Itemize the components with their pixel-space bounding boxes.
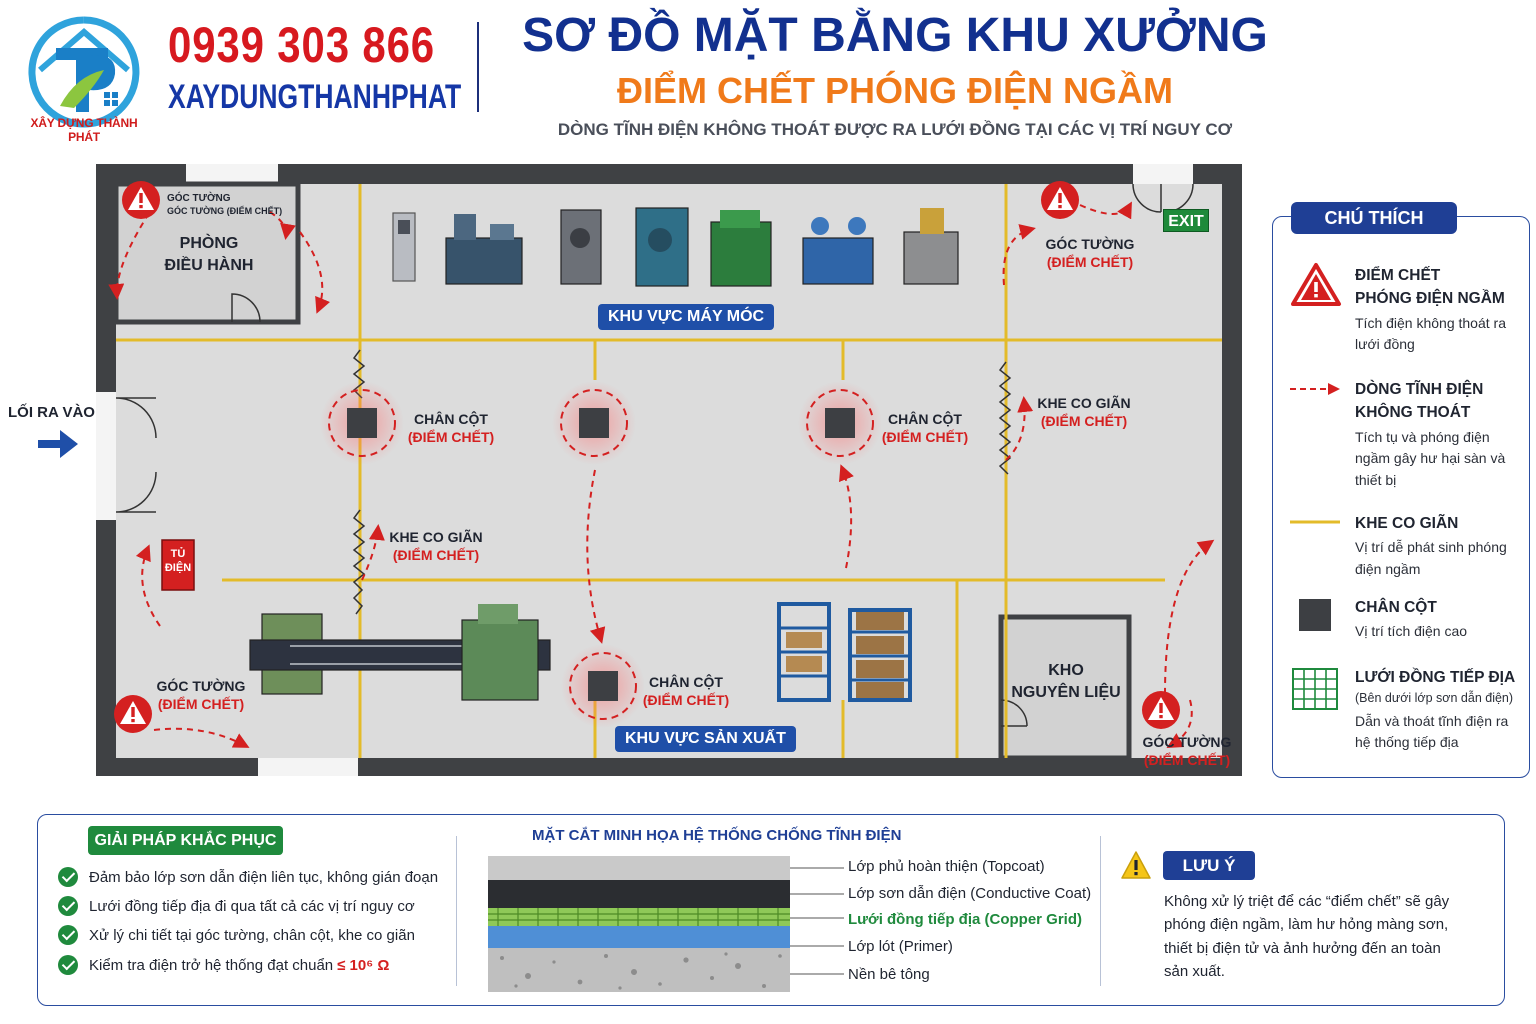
- corner-dead-point-bottom-left: GÓC TƯỜNG(ĐIỂM CHẾT): [156, 678, 246, 712]
- warning-triangle-icon: [1291, 263, 1341, 306]
- bottom-panel: [37, 814, 1505, 1006]
- solution-item: Đảm bảo lớp sơn dẫn điện liên tục, không…: [58, 866, 438, 888]
- caution-icon: [1121, 851, 1151, 879]
- legend-item-static-current: DÒNG TĨNH ĐIỆN KHÔNG THOÁT Tích tụ và ph…: [1355, 381, 1506, 488]
- dashed-red-arrow-icon: [1290, 383, 1340, 395]
- tp-house-logo-icon: [28, 16, 140, 128]
- layer-topcoat: [488, 856, 790, 880]
- electric-panel: [161, 539, 195, 591]
- website-name[interactable]: XAYDUNGTHANHPHAT: [168, 78, 462, 116]
- yellow-line-icon: [1290, 520, 1340, 524]
- warning-triangle-icon: [1041, 181, 1079, 219]
- section-divider: [456, 836, 457, 986]
- resistance-standard: ≤ 10⁶ Ω: [337, 956, 390, 974]
- cross-section-title: MẶT CẮT MINH HỌA HỆ THỐNG CHỐNG TĨNH ĐIỆ…: [532, 827, 902, 844]
- note-title: LƯU Ý: [1163, 851, 1255, 880]
- hotline-number[interactable]: 0939 303 866: [168, 17, 436, 73]
- header-divider: [477, 22, 479, 112]
- copper-grid-icon: [1292, 668, 1338, 710]
- page-title: SƠ ĐỒ MẶT BẰNG KHU XƯỞNG: [522, 9, 1268, 62]
- layer-label-conductive: Lớp sơn dẫn điện (Conductive Coat): [848, 885, 1092, 902]
- column-dead-point-2: CHÂN CỘT(ĐIỂM CHẾT): [881, 411, 969, 445]
- layer-label-primer: Lớp lót (Primer): [848, 938, 953, 955]
- column-points: [320, 381, 882, 728]
- solution-item: Xử lý chi tiết tại góc tường, chân cột, …: [58, 924, 415, 946]
- zone-machines-tag: KHU VỰC MÁY MÓC: [598, 304, 775, 330]
- layer-label-concrete: Nền bê tông: [848, 966, 930, 983]
- warning-triangle-icon: [1142, 691, 1180, 729]
- check-icon: [58, 867, 78, 887]
- production-line: [249, 604, 551, 701]
- joint-dead-point-left: KHE CO GIÃN(ĐIỂM CHẾT): [389, 529, 483, 563]
- joint-dead-point-right: KHE CO GIÃN(ĐIỂM CHẾT): [1037, 395, 1131, 429]
- static-flow-arrows: [108, 201, 1215, 748]
- warning-triangle-icon: [122, 181, 160, 219]
- expansion-joints: [116, 184, 1222, 758]
- floor-plan: [38, 164, 1242, 776]
- column-dead-point-1: CHÂN CỘT(ĐIỂM CHẾT): [407, 411, 495, 445]
- legend-title: CHÚ THÍCH: [1291, 202, 1457, 234]
- entry-arrow-icon: [38, 430, 78, 458]
- column-square-icon: [1299, 599, 1331, 631]
- solution-item: Lưới đồng tiếp địa đi qua tất cả các vị …: [58, 895, 415, 917]
- corner-dead-point-bottom-right: GÓC TƯỜNG(ĐIỂM CHẾT): [1142, 734, 1232, 768]
- layer-conductive-coat: [488, 880, 790, 908]
- legend-item-dead-point: ĐIỂM CHẾT PHÓNG ĐIỆN NGẦM Tích điện khôn…: [1355, 267, 1506, 353]
- storage-shelves: [777, 602, 912, 702]
- layer-concrete: [488, 948, 790, 992]
- note-text: Không xử lý triệt để các “điểm chết” sẽ …: [1164, 893, 1450, 980]
- layer-label-topcoat: Lớp phủ hoàn thiện (Topcoat): [848, 858, 1045, 875]
- page-description: DÒNG TĨNH ĐIỆN KHÔNG THOÁT ĐƯỢC RA LƯỚI …: [557, 120, 1233, 139]
- legend-item-copper-grid: LƯỚI ĐỒNG TIẾP ĐỊA (Bên dưới lớp sơn dẫn…: [1355, 669, 1516, 751]
- layer-leader-lines: [790, 867, 844, 975]
- zone-production-tag: KHU VỰC SẢN XUẤT: [615, 726, 796, 752]
- layer-primer: [488, 926, 790, 948]
- office-corner-label: GÓC TƯỜNG GÓC TƯỜNG (ĐIỂM CHẾT): [167, 193, 283, 216]
- solutions-title: GIẢI PHÁP KHẮC PHỤC: [88, 826, 283, 855]
- check-icon: [58, 925, 78, 945]
- solution-item: Kiểm tra điện trở hệ thống đạt chuẩn≤ 10…: [58, 954, 389, 976]
- legend-item-column: CHÂN CỘT Vị trí tích điện cao: [1355, 599, 1468, 640]
- corner-dead-point-top-right: GÓC TƯỜNG(ĐIỂM CHẾT): [1045, 236, 1135, 270]
- layer-label-copper-grid: Lưới đồng tiếp địa (Copper Grid): [848, 911, 1083, 928]
- machine-row-top: [392, 207, 959, 287]
- logo-caption: XÂY DỰNG THÀNH PHÁT: [30, 116, 138, 144]
- column-dead-point-3: CHÂN CỘT(ĐIỂM CHẾT): [642, 674, 730, 708]
- warning-triangle-icon: [114, 695, 152, 733]
- layer-copper-grid: [488, 908, 790, 926]
- entry-label: LỐI RA VÀO: [8, 404, 95, 421]
- section-divider: [1100, 836, 1101, 986]
- check-icon: [58, 955, 78, 975]
- check-icon: [58, 896, 78, 916]
- legend-item-expansion-joint: KHE CO GIÃN Vị trí dễ phát sinh phóng đi…: [1355, 515, 1507, 577]
- page-subtitle: ĐIỂM CHẾT PHÓNG ĐIỆN NGẦM: [616, 70, 1173, 111]
- warehouse-room: [998, 614, 1132, 761]
- exit-sign: EXIT: [1163, 209, 1209, 232]
